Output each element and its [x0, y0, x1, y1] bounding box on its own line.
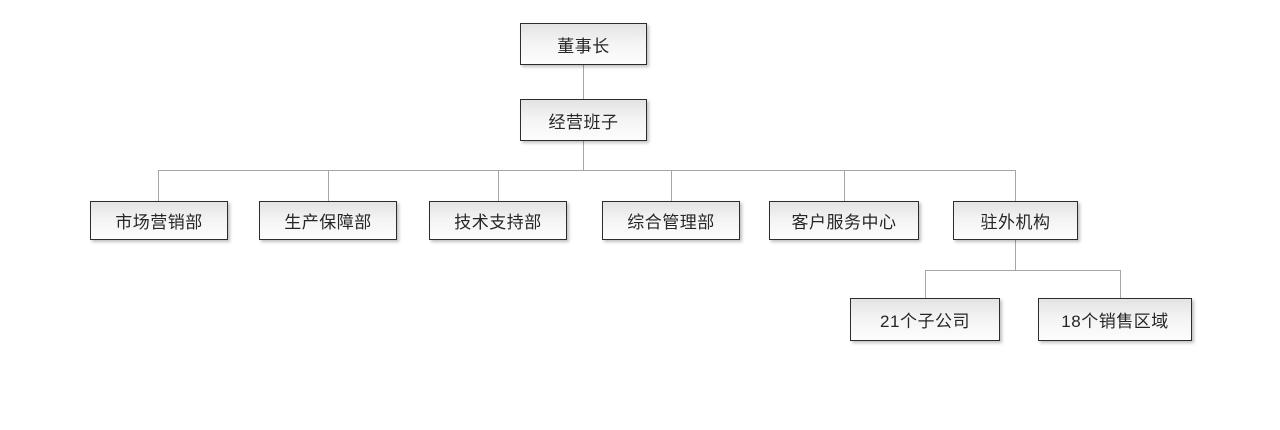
- connector-drop-marketing: [158, 170, 159, 201]
- connector-drop-production: [328, 170, 329, 201]
- connector-drop-customer-service: [844, 170, 845, 201]
- org-node-marketing-dept: 市场营销部: [90, 201, 228, 240]
- org-node-sales-regions: 18个销售区域: [1038, 298, 1192, 341]
- connector-drop-subsidiaries: [925, 270, 926, 298]
- connector-drop-general-admin: [671, 170, 672, 201]
- connector-drop-field-offices: [1015, 170, 1016, 201]
- org-node-customer-service-center: 客户服务中心: [769, 201, 919, 240]
- org-node-chairman: 董事长: [520, 23, 647, 65]
- org-node-general-admin-dept: 综合管理部: [602, 201, 740, 240]
- connector-management-bus: [583, 141, 584, 170]
- connector-drop-tech-support: [498, 170, 499, 201]
- org-node-field-offices: 驻外机构: [953, 201, 1078, 240]
- connector-bus-level3: [158, 170, 1016, 171]
- org-node-production-dept: 生产保障部: [259, 201, 397, 240]
- connector-drop-sales-regions: [1120, 270, 1121, 298]
- connector-bus-level4: [925, 270, 1121, 271]
- org-node-tech-support-dept: 技术支持部: [429, 201, 567, 240]
- connector-field-offices-bus: [1015, 240, 1016, 270]
- org-node-management-team: 经营班子: [520, 99, 647, 141]
- connector-chairman-management: [583, 65, 584, 99]
- org-node-subsidiaries: 21个子公司: [850, 298, 1000, 341]
